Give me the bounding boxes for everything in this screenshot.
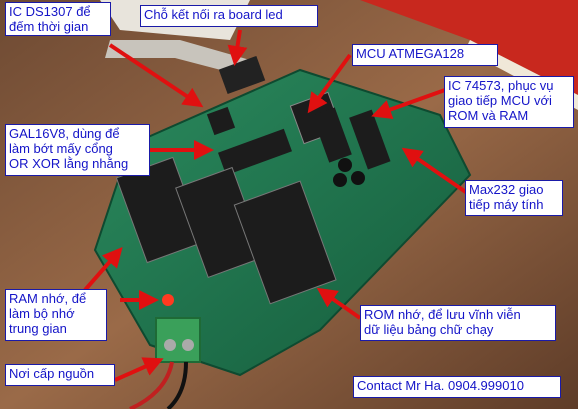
max232-label: Max232 giao tiếp máy tính bbox=[465, 180, 563, 216]
gal16v8-label: GAL16V8, dùng để làm bớt mấy cổng OR XOR… bbox=[5, 124, 150, 176]
mcu-label: MCU ATMEGA128 bbox=[352, 44, 498, 66]
ic-ds1307 bbox=[206, 106, 236, 136]
contact-label: Contact Mr Ha. 0904.999010 bbox=[353, 376, 561, 398]
screw-terminal bbox=[182, 339, 194, 351]
led bbox=[162, 294, 174, 306]
ic-74573-b bbox=[349, 109, 391, 170]
ds1307-label: IC DS1307 để đếm thời gian bbox=[5, 2, 111, 36]
ribbon-cable bbox=[105, 40, 250, 75]
power-label: Nơi cấp nguồn bbox=[5, 364, 115, 386]
capacitor bbox=[338, 158, 352, 172]
screw-terminal bbox=[164, 339, 176, 351]
power-wire bbox=[129, 361, 174, 409]
capacitor bbox=[333, 173, 347, 187]
led-connector-label: Chỗ kết nối ra board led bbox=[140, 5, 318, 27]
rom-label: ROM nhớ, để lưu vĩnh viễn dữ liệu bảng c… bbox=[360, 305, 556, 341]
led-board bbox=[360, 0, 578, 95]
capacitor bbox=[351, 171, 365, 185]
power-wire bbox=[166, 361, 188, 409]
ic74573-label: IC 74573, phục vụ giao tiếp MCU với ROM … bbox=[444, 76, 574, 128]
rom-chip bbox=[233, 180, 337, 305]
arrows bbox=[83, 29, 472, 382]
power-connector bbox=[155, 317, 201, 363]
ic-74573-a bbox=[312, 107, 352, 163]
gal16v8-chip bbox=[218, 128, 292, 176]
ram-label: RAM nhớ, để làm bộ nhớ trung gian bbox=[5, 289, 107, 341]
